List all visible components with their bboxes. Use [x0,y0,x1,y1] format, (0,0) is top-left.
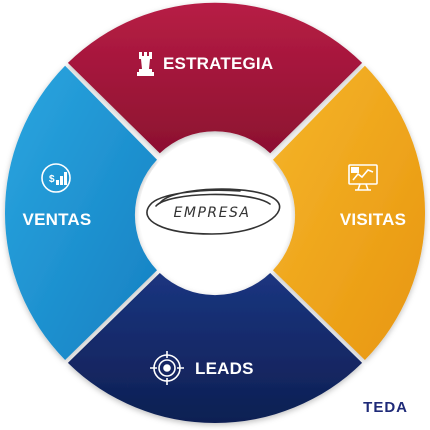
segment-visitas [273,65,426,361]
center-label: EMPRESA [174,205,251,221]
center-scribble [146,188,281,235]
segment-label-ventas: VENTAS [23,210,92,229]
svg-text:$: $ [49,174,55,185]
analytics-monitor-icon [348,164,378,191]
brand-name: TEDA [363,399,408,416]
segment-ventas [4,65,157,361]
center-circle [139,137,291,289]
segment-label-visitas: VISITAS [340,210,406,229]
money-growth-icon: $ [41,163,71,193]
segment-label-leads: LEADS [195,359,254,378]
teda-logo: TEDA [363,399,408,416]
target-crosshair-icon [150,351,184,385]
segment-label-estrategia: ESTRATEGIA [163,54,273,73]
segment-leads [67,273,363,424]
segment-estrategia [67,2,363,154]
chess-rook-icon [137,52,154,76]
